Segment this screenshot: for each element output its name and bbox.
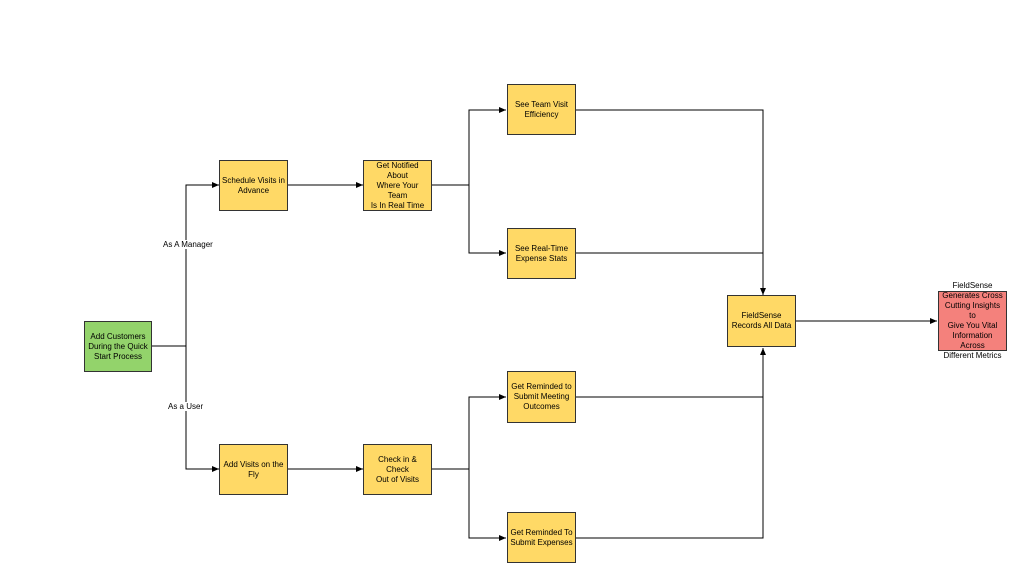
node-team-efficiency-label: See Team Visit Efficiency	[514, 99, 569, 119]
node-expense-stats: See Real-Time Expense Stats	[507, 228, 576, 279]
node-team-efficiency: See Team Visit Efficiency	[507, 84, 576, 135]
node-remind-expenses: Get Reminded To Submit Expenses	[507, 512, 576, 563]
edge-to-remind-meeting	[468, 394, 506, 469]
edge-remind-expenses-records	[576, 348, 766, 539]
edge-user	[185, 346, 219, 472]
node-insights: FieldSense Generates Cross Cutting Insig…	[938, 281, 1007, 360]
node-add-customers: Add Customers During the Quick Start Pro…	[84, 321, 152, 372]
node-get-notified: Get Notified About Where Your Team Is In…	[363, 160, 432, 211]
node-insights-label: FieldSense Generates Cross Cutting Insig…	[942, 281, 1003, 360]
node-add-customers-label: Add Customers During the Quick Start Pro…	[88, 331, 148, 361]
node-add-visits-label: Add Visits on the Fly	[223, 459, 284, 479]
node-add-visits: Add Visits on the Fly	[219, 444, 288, 495]
node-remind-meeting: Get Reminded to Submit Meeting Outcomes	[507, 371, 576, 423]
node-get-notified-label: Get Notified About Where Your Team Is In…	[370, 160, 425, 210]
node-expense-stats-label: See Real-Time Expense Stats	[514, 243, 569, 263]
edge-to-remind-expenses	[468, 469, 506, 541]
node-schedule-visits-label: Schedule Visits in Advance	[222, 175, 285, 195]
node-remind-expenses-label: Get Reminded To Submit Expenses	[510, 527, 573, 547]
label-as-a-manager: As A Manager	[161, 240, 215, 249]
edge-efficiency-records	[576, 109, 766, 295]
node-records-data: FieldSense Records All Data	[727, 295, 796, 347]
node-check-in: Check in & Check Out of Visits	[363, 444, 432, 495]
label-as-a-user: As a User	[166, 402, 206, 411]
edge-to-expense-stats	[468, 185, 506, 256]
edge-manager	[185, 182, 219, 346]
node-check-in-label: Check in & Check Out of Visits	[376, 454, 419, 484]
edge-to-efficiency	[468, 107, 506, 185]
node-records-data-label: FieldSense Records All Data	[731, 311, 792, 330]
node-schedule-visits: Schedule Visits in Advance	[219, 160, 288, 211]
node-remind-meeting-label: Get Reminded to Submit Meeting Outcomes	[511, 382, 572, 411]
